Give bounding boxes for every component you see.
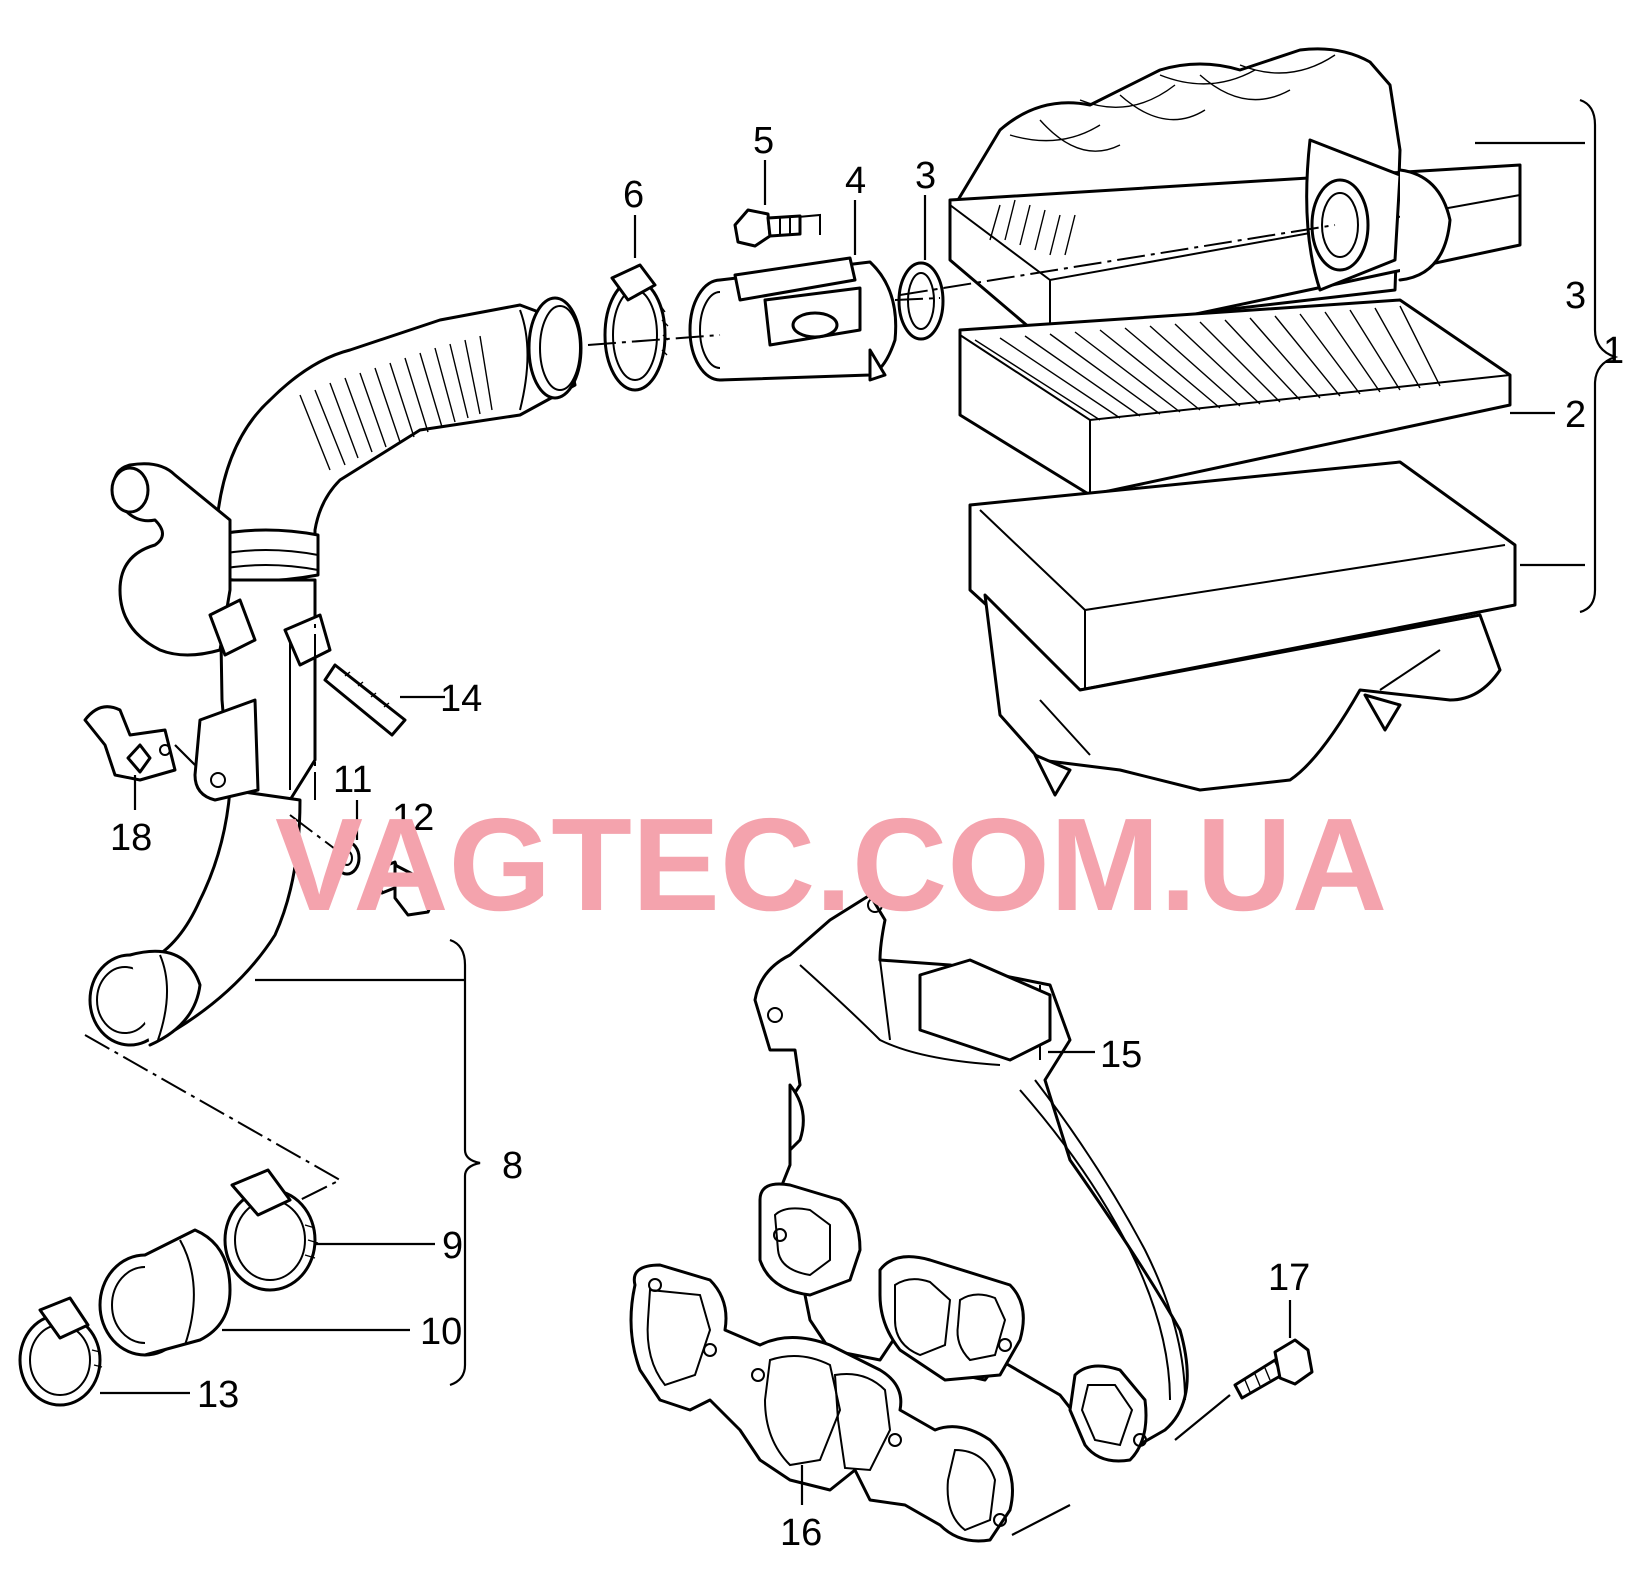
sealing-ring [897, 261, 945, 341]
washer-11 [333, 840, 361, 876]
callout-5: 5 [753, 120, 774, 162]
intake-pipe-lower [88, 788, 302, 1047]
callout-6: 6 [623, 174, 644, 216]
connecting-hose-10 [98, 1228, 232, 1357]
callout-2: 2 [1565, 394, 1586, 436]
watermark-text: VAGTEC.COM.UA [275, 791, 1387, 938]
bolt-5 [733, 208, 802, 248]
axis-dash-lines [84, 224, 1336, 1201]
callout-3-seal: 3 [915, 155, 936, 197]
callout-4: 4 [845, 160, 866, 202]
hose-clamp-9 [223, 1168, 319, 1292]
hose-clamp-13 [18, 1296, 103, 1407]
callout-13: 13 [197, 1374, 239, 1416]
air-mass-meter [688, 213, 898, 382]
callout-labels: 1 2 3 3 4 5 6 8 9 10 11 12 13 14 15 16 1… [110, 120, 1624, 1554]
tube-bracket [193, 613, 332, 802]
callout-17: 17 [1268, 1257, 1310, 1299]
callout-12: 12 [392, 797, 434, 839]
callout-3-housing: 3 [1565, 275, 1586, 317]
breather-hose [110, 462, 257, 657]
callout-14: 14 [440, 678, 482, 720]
cable-tie-14 [323, 663, 407, 737]
intake-manifold [753, 893, 1189, 1463]
callout-11: 11 [333, 759, 372, 801]
callout-16: 16 [780, 1512, 822, 1554]
air-filter-lower-housing [968, 460, 1517, 797]
air-filter-element [958, 298, 1512, 497]
callout-10: 10 [420, 1311, 462, 1353]
bolt-17 [1233, 1338, 1314, 1400]
callout-18: 18 [110, 817, 152, 859]
leader-lines [100, 98, 1619, 1536]
air-filter-upper-housing [948, 47, 1522, 347]
callout-8: 8 [502, 1145, 523, 1187]
callout-9: 9 [442, 1225, 463, 1267]
manifold-gasket-16 [629, 1263, 1014, 1543]
mounting-bracket-18 [83, 705, 177, 782]
callout-15: 15 [1100, 1034, 1142, 1076]
hose-clamp-6 [603, 263, 669, 392]
bolt-12 [373, 860, 437, 917]
callout-1: 1 [1603, 330, 1624, 372]
